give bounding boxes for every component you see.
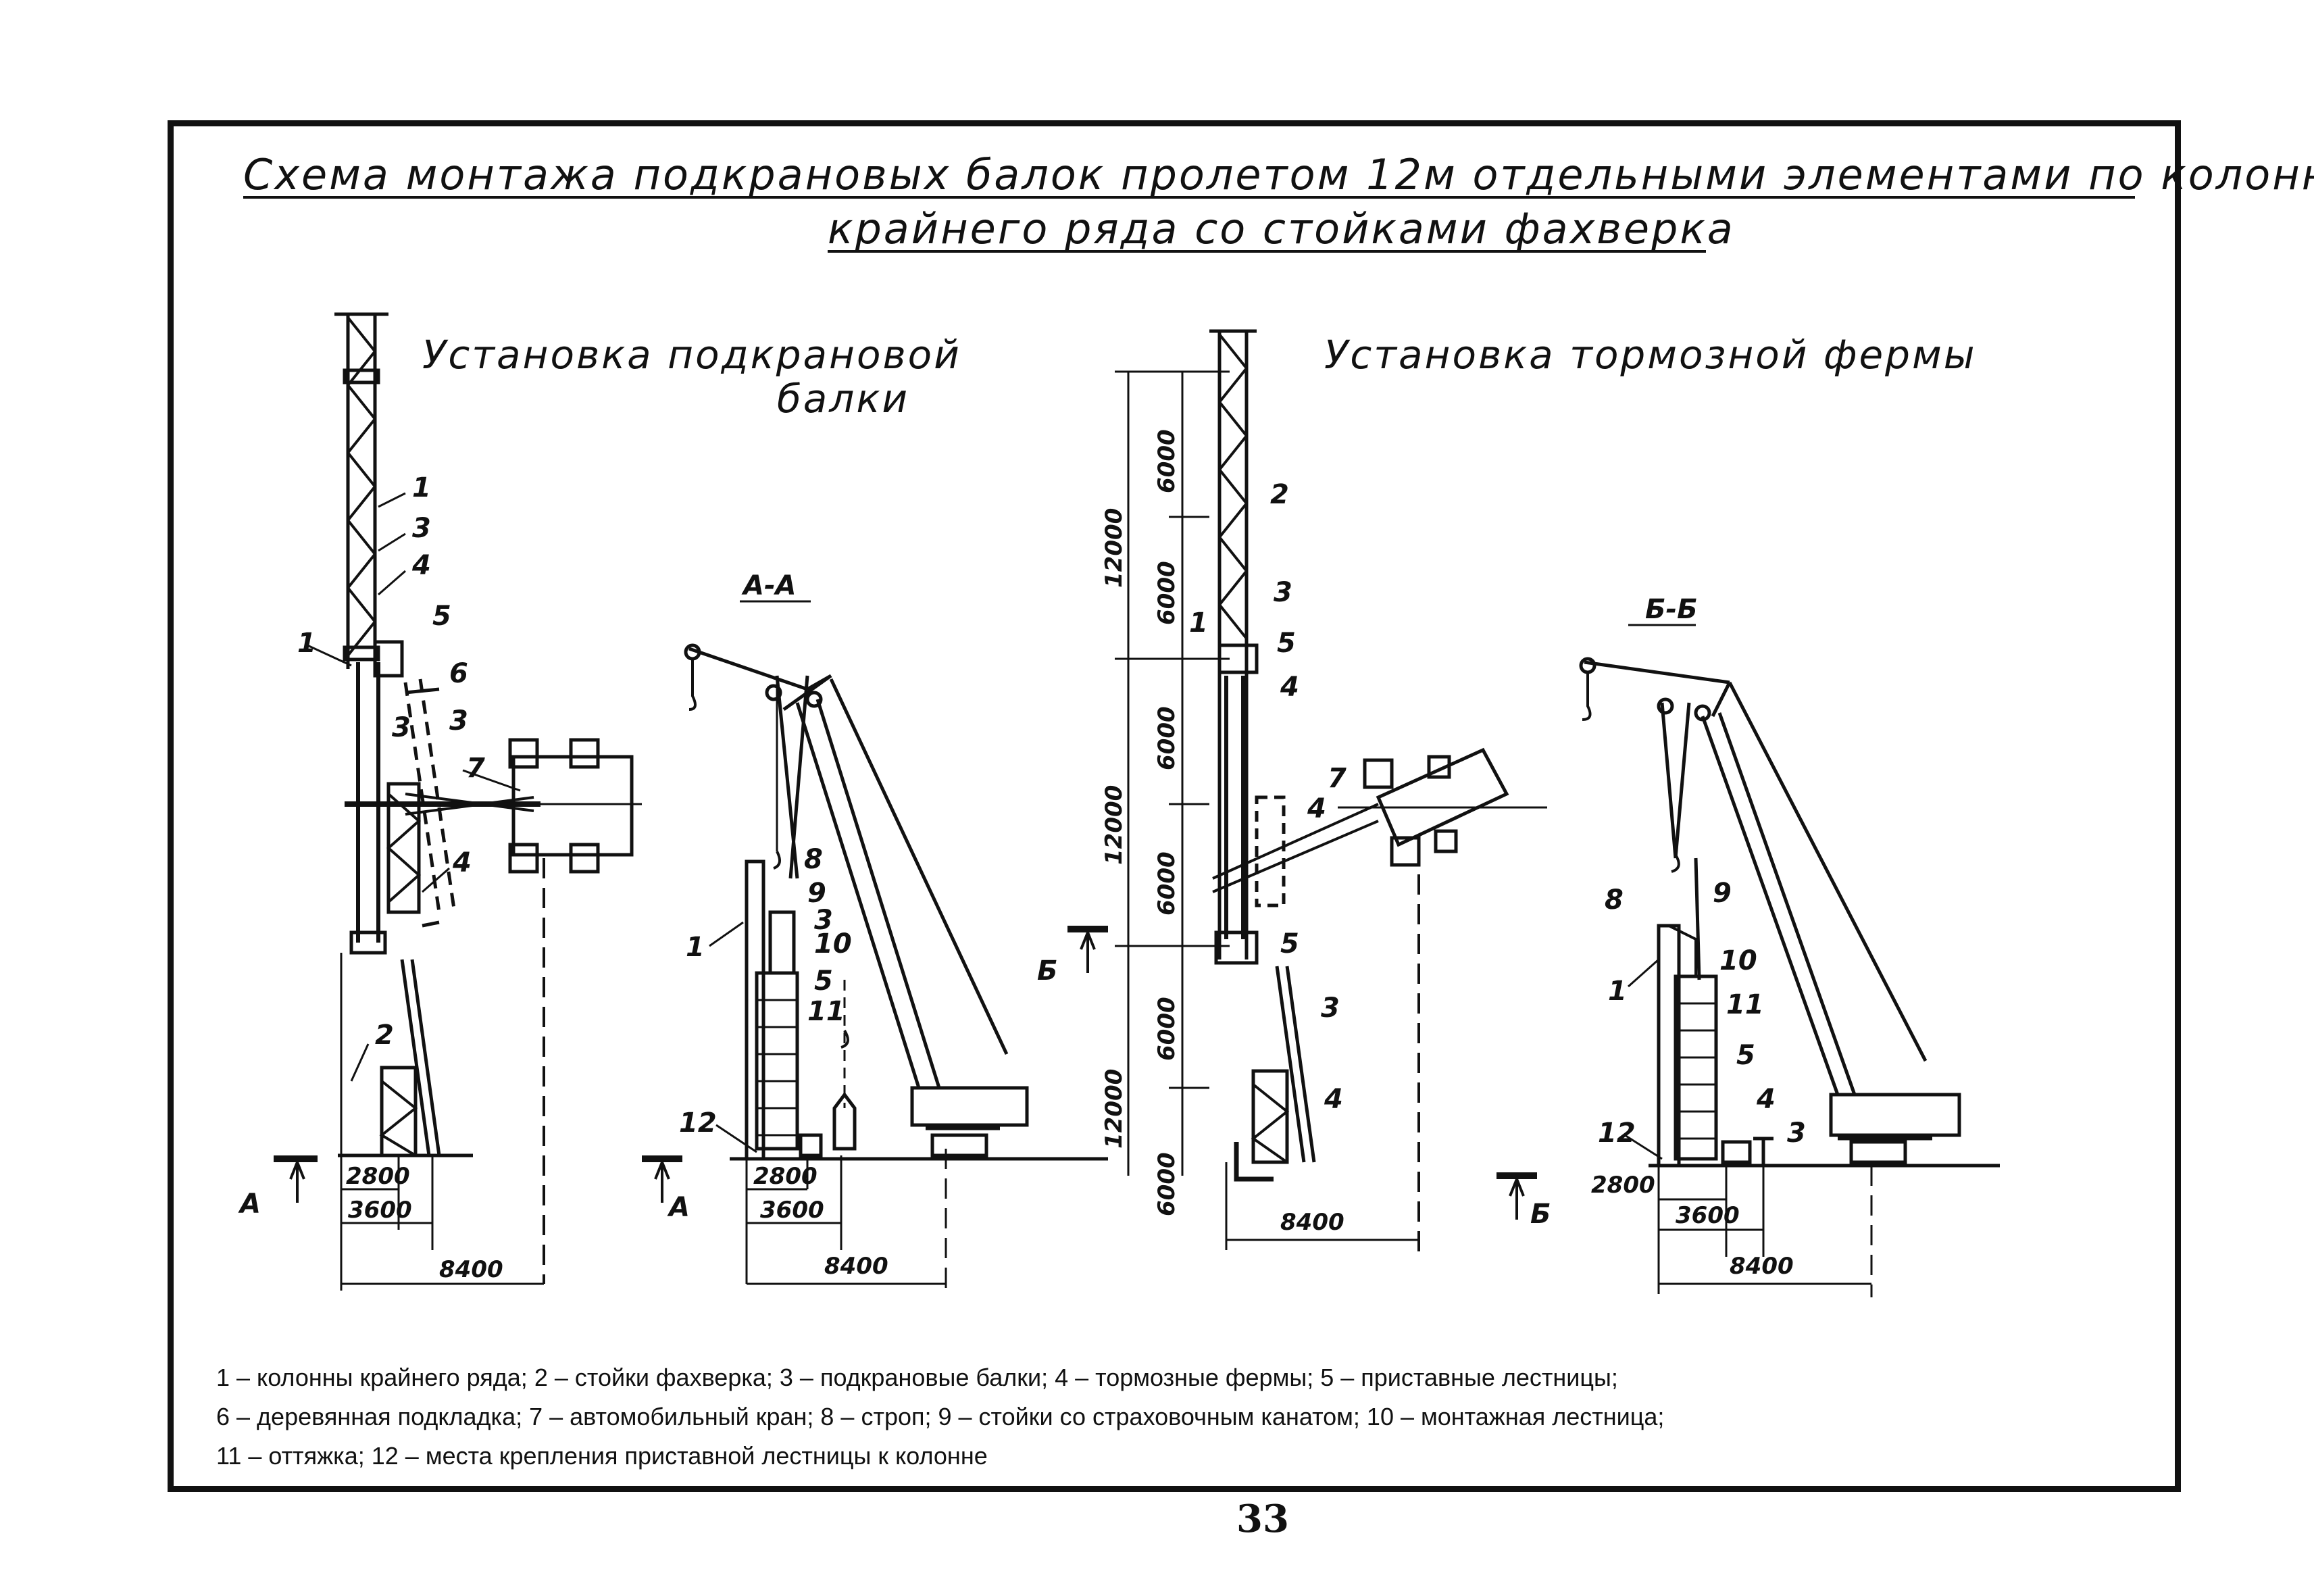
left-heading-1: Установка подкрановой	[422, 332, 961, 378]
svg-text:2: 2	[1270, 479, 1289, 510]
svg-text:8: 8	[804, 844, 823, 875]
svg-text:11: 11	[807, 996, 845, 1027]
svg-text:5: 5	[1736, 1040, 1755, 1071]
svg-text:8400: 8400	[439, 1256, 503, 1283]
svg-text:А: А	[667, 1192, 690, 1223]
svg-text:2800: 2800	[346, 1163, 410, 1190]
svg-text:8: 8	[1605, 884, 1624, 916]
left-part-labels: 1 1 3 4 5 6 3 3 7 4 2	[297, 472, 485, 1051]
svg-text:3: 3	[1274, 577, 1292, 608]
svg-text:5: 5	[814, 966, 833, 997]
svg-text:3: 3	[1321, 993, 1340, 1024]
svg-text:4: 4	[1324, 1084, 1343, 1115]
svg-text:4: 4	[1307, 793, 1326, 824]
svg-text:12000: 12000	[1101, 508, 1128, 588]
section-a-leaders	[709, 921, 757, 1153]
part-label: 2	[375, 1020, 394, 1051]
part-label: 4	[452, 847, 472, 878]
svg-text:8400: 8400	[1730, 1253, 1794, 1280]
section-label-a: А-А	[741, 570, 797, 601]
section-a-crane	[684, 643, 1108, 1297]
svg-text:2800: 2800	[753, 1163, 818, 1190]
section-a-labels: 1 8 9 3 10 5 11 12	[679, 844, 852, 1139]
svg-text:9: 9	[807, 878, 826, 909]
left-elevation	[334, 312, 642, 1291]
svg-text:3600: 3600	[1676, 1202, 1740, 1229]
svg-text:12000: 12000	[1101, 1069, 1128, 1149]
svg-text:3600: 3600	[760, 1197, 824, 1224]
svg-text:11: 11	[1726, 989, 1764, 1020]
svg-text:1: 1	[686, 932, 705, 963]
part-label: 6	[449, 658, 468, 689]
svg-text:3: 3	[1787, 1118, 1806, 1149]
cut-marker-a2: А	[642, 1155, 690, 1223]
part-label: 7	[466, 753, 485, 784]
right-dim-8400: 8400	[1280, 1209, 1344, 1236]
left-leaders	[307, 492, 521, 1082]
svg-text:4: 4	[1756, 1084, 1776, 1115]
part-label: 5	[432, 601, 451, 632]
drawing-frame	[168, 120, 2181, 1492]
svg-text:6000: 6000	[1153, 561, 1180, 625]
svg-text:10: 10	[814, 928, 852, 959]
page-number: 33	[1236, 1497, 1289, 1541]
svg-text:12: 12	[679, 1107, 717, 1139]
svg-text:Б: Б	[1037, 955, 1058, 987]
right-part-labels: 2 3 1 5 4 7 4 5 3 4	[1189, 479, 1347, 1115]
title-line-2: крайнего ряда со стойками фахверка	[828, 204, 1735, 253]
svg-text:1: 1	[1189, 607, 1208, 639]
part-label: 1	[297, 628, 316, 659]
cut-marker-a: А	[238, 1155, 318, 1220]
svg-text:6000: 6000	[1153, 1152, 1180, 1216]
title-line-1: Схема монтажа подкрановых балок пролетом…	[243, 150, 2314, 199]
svg-text:6000: 6000	[1153, 429, 1180, 493]
right-elevation	[1115, 329, 1547, 1257]
section-a-dimensions: 2800 3600 8400	[747, 1163, 946, 1285]
svg-text:5: 5	[1280, 928, 1299, 959]
legend-line: 11 – оттяжка; 12 – места крепления прист…	[216, 1442, 988, 1470]
cut-marker-b: Б	[1037, 926, 1108, 987]
section-b-labels: 8 9 1 10 11 5 4 12 3	[1598, 878, 1806, 1149]
svg-text:12000: 12000	[1101, 785, 1128, 865]
part-label: 4	[411, 550, 431, 581]
part-label: 3	[392, 712, 411, 743]
section-b-dimensions: 2800 3600 8400	[1591, 1172, 1871, 1285]
part-label: 3	[412, 513, 431, 544]
svg-text:6000: 6000	[1153, 997, 1180, 1061]
right-vertical-dims: 12000 6000 6000 12000 6000 6000 12000 60…	[1101, 429, 1180, 1216]
section-b-crane	[1579, 657, 2000, 1297]
part-label: 1	[412, 472, 431, 503]
legend-line: 1 – колонны крайнего ряда; 2 – стойки фа…	[216, 1364, 1618, 1391]
legend-line: 6 – деревянная подкладка; 7 – автомобиль…	[216, 1403, 1665, 1430]
svg-text:4: 4	[1280, 672, 1299, 703]
svg-text:1: 1	[1608, 976, 1627, 1007]
svg-text:6000: 6000	[1153, 851, 1180, 916]
legend: 1 – колонны крайнего ряда; 2 – стойки фа…	[216, 1358, 2162, 1476]
part-label: 3	[449, 705, 468, 737]
section-label-b: Б-Б	[1645, 594, 1698, 625]
svg-text:6000: 6000	[1153, 706, 1180, 770]
left-heading-2: балки	[777, 376, 909, 422]
cut-label: А	[238, 1189, 261, 1220]
svg-text:3: 3	[814, 905, 833, 936]
svg-text:10: 10	[1719, 945, 1757, 976]
section-b-leaders	[1624, 958, 1663, 1160]
svg-text:12: 12	[1598, 1118, 1636, 1149]
svg-text:3600: 3600	[348, 1197, 412, 1224]
right-heading: Установка тормозной фермы	[1324, 332, 1977, 378]
svg-text:Б: Б	[1530, 1199, 1551, 1230]
svg-text:2800: 2800	[1591, 1172, 1655, 1199]
svg-text:9: 9	[1713, 878, 1732, 909]
cut-marker-b2: Б	[1496, 1172, 1551, 1230]
svg-text:8400: 8400	[824, 1253, 888, 1280]
svg-text:7: 7	[1328, 763, 1347, 794]
left-dimensions: 2800 3600 8400	[341, 1163, 544, 1285]
svg-text:5: 5	[1277, 628, 1296, 659]
